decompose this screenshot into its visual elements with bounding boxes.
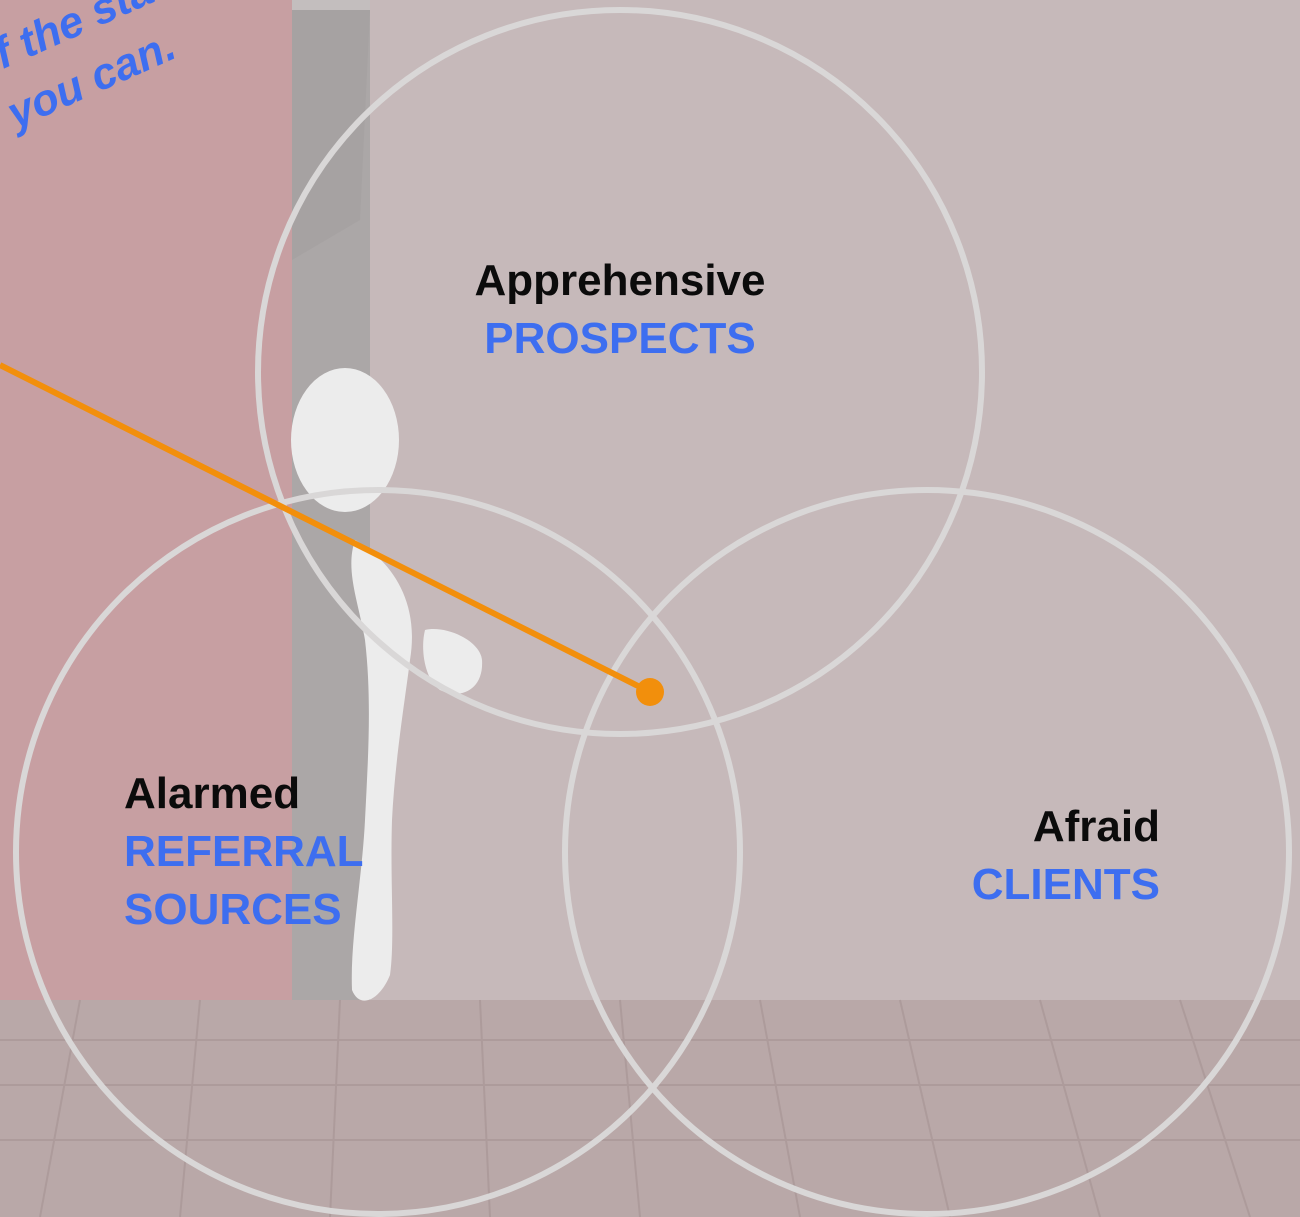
- prospects-title: Apprehensive: [320, 252, 920, 310]
- referral-subtitle-line-1: REFERRAL: [124, 823, 364, 881]
- clients-subtitle: CLIENTS: [760, 856, 1160, 914]
- clients-title: Afraid: [760, 798, 1160, 856]
- wooden-floor: [0, 1000, 1300, 1217]
- clients-label: Afraid CLIENTS: [760, 798, 1160, 914]
- referral-title: Alarmed: [124, 765, 364, 823]
- prospects-subtitle: PROSPECTS: [320, 310, 920, 368]
- referral-subtitle-line-2: SOURCES: [124, 881, 364, 939]
- prospects-label: Apprehensive PROSPECTS: [320, 252, 920, 368]
- pointer-dot: [636, 678, 664, 706]
- referral-label: Alarmed REFERRAL SOURCES: [124, 765, 364, 939]
